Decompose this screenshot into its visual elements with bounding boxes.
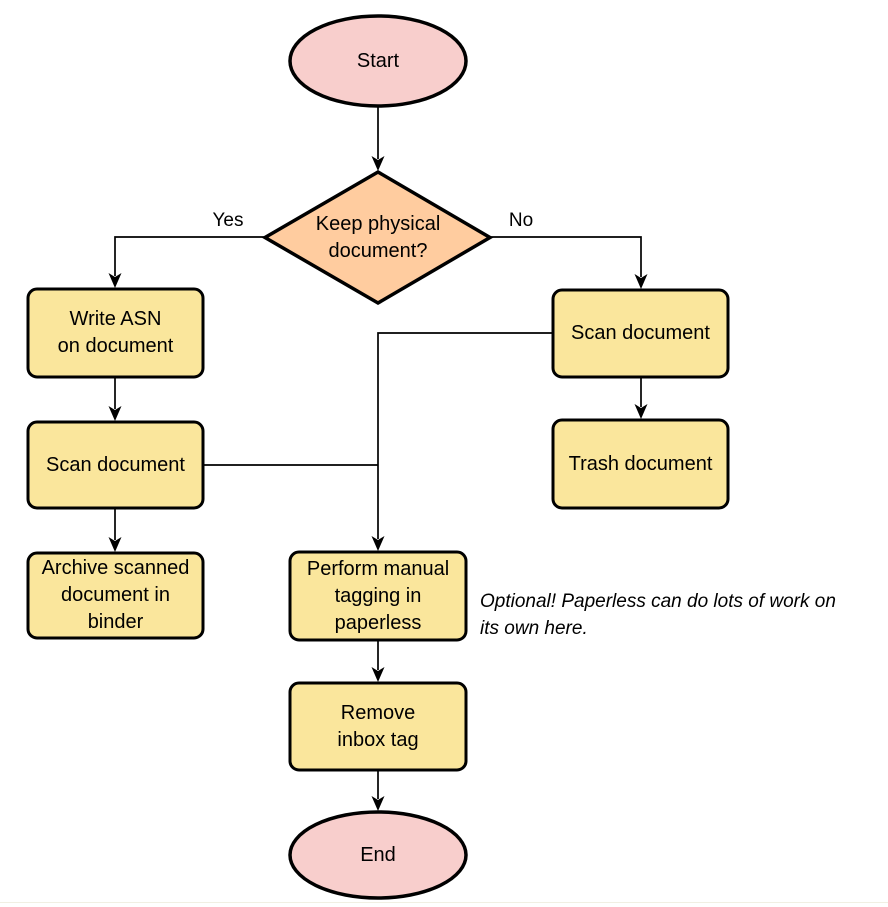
arrowhead-write-asn [108, 273, 122, 288]
arrowhead-end [371, 796, 385, 811]
end-ellipse [288, 810, 468, 900]
arrowhead-scan-left [108, 406, 122, 421]
start-label: Start [356, 49, 400, 72]
trash-box [551, 418, 730, 510]
edge-no-branch [490, 236, 642, 277]
bottom-rule [0, 902, 888, 903]
write-asn-label: Write ASN on document [57, 308, 174, 357]
write-asn-box [26, 287, 205, 379]
arrowhead-tagging [371, 536, 385, 551]
scan-left-box [26, 420, 205, 510]
arrowhead-archive [108, 537, 122, 552]
decision-label: Keep physical document? [315, 212, 441, 262]
arrowhead-decision [371, 156, 385, 171]
arrowhead-remove [371, 667, 385, 682]
end-label: End [360, 843, 396, 866]
remove-inbox-box [288, 681, 468, 772]
decision-diamond [261, 169, 494, 306]
arrowhead-trash [634, 404, 648, 419]
trash-label: Trash document [568, 452, 713, 475]
start-ellipse [288, 14, 468, 108]
yes-edge-label: Yes [212, 210, 244, 231]
scan-right-box [551, 288, 730, 379]
edge-scanright-to-tagging [377, 332, 553, 539]
tagging-box [288, 550, 468, 642]
no-edge-label: No [508, 210, 534, 231]
scan-left-label: Scan document [46, 453, 185, 476]
tagging-label: Perform manual tagging in paperless [306, 557, 450, 634]
optional-annotation: Optional! Paperless can do lots of work … [480, 591, 836, 639]
archive-label: Archive scanned document in binder [41, 557, 190, 633]
remove-inbox-label: Remove inbox tag [337, 701, 419, 751]
scan-right-label: Scan document [571, 322, 710, 344]
arrowhead-scan-right [634, 274, 648, 289]
edge-yes-branch [114, 236, 265, 276]
archive-box [26, 551, 205, 640]
